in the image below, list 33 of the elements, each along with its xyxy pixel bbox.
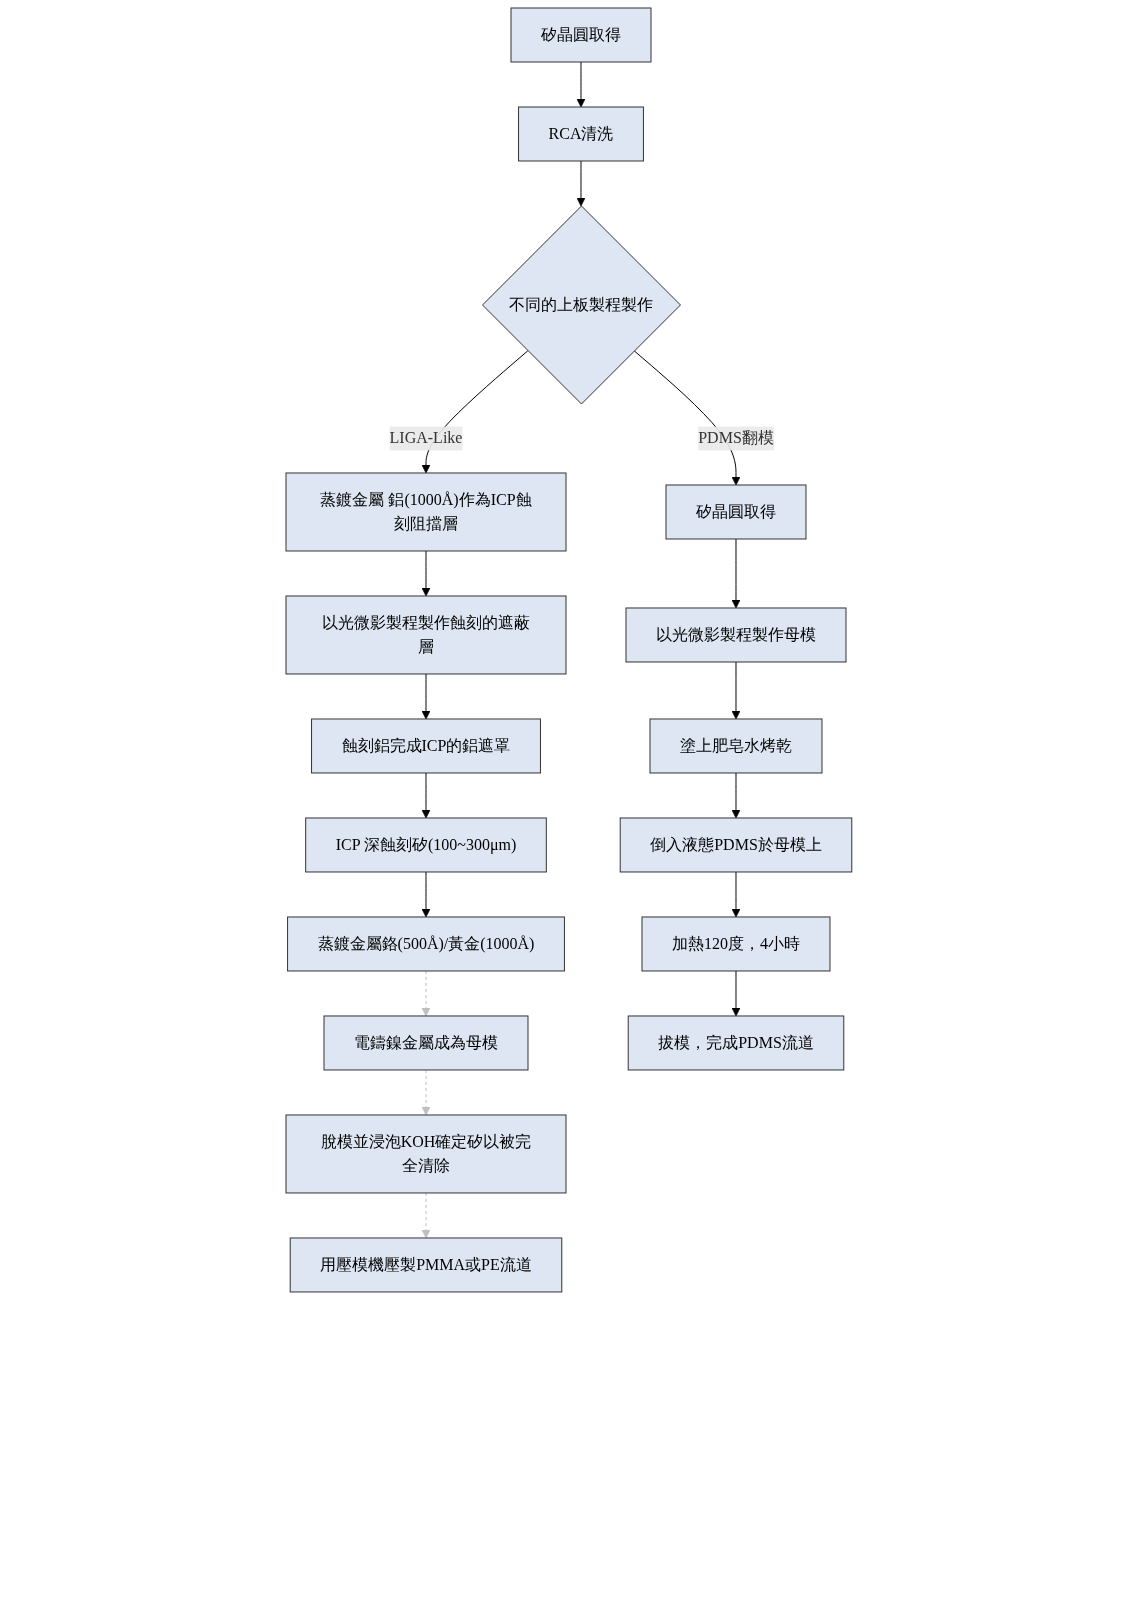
arrow xyxy=(576,160,585,207)
edge-label: LIGA-Like xyxy=(389,429,463,447)
node-box: 倒入液態PDMS於母模上 xyxy=(619,817,852,873)
node-box: 蒸鍍金屬鉻(500Å)/黃金(1000Å) xyxy=(286,916,565,972)
node-box: 蒸鍍金屬 鋁(1000Å)作為ICP蝕刻阻擋層 xyxy=(285,472,567,552)
node-box: 用壓模機壓製PMMA或PE流道 xyxy=(289,1237,562,1293)
arrow xyxy=(731,970,740,1017)
node-diamond: 不同的上板製程製作 xyxy=(481,205,681,405)
arrow xyxy=(421,772,430,819)
arrow xyxy=(421,970,430,1017)
node-box: 以光微影製程製作母模 xyxy=(625,607,847,663)
node-box: 加熱120度，4小時 xyxy=(641,916,831,972)
node-box: ICP 深蝕刻矽(100~300μm) xyxy=(304,817,547,873)
arrow xyxy=(731,661,740,720)
node-box: 以光微影製程製作蝕刻的遮蔽層 xyxy=(285,595,567,675)
arrow xyxy=(731,871,740,918)
arrow xyxy=(421,550,430,597)
arrow xyxy=(731,538,740,609)
node-box: 拔模，完成PDMS流道 xyxy=(627,1015,844,1071)
edge-label: PDMS翻模 xyxy=(697,429,774,447)
arrow xyxy=(731,772,740,819)
arrow xyxy=(576,61,585,108)
arrow xyxy=(421,1069,430,1116)
node-box: RCA清洗 xyxy=(517,106,644,162)
arrow xyxy=(421,871,430,918)
node-box: 塗上肥皂水烤乾 xyxy=(649,718,823,774)
node-box: 矽晶圓取得 xyxy=(510,7,652,63)
arrow xyxy=(421,1192,430,1239)
arrow xyxy=(421,673,430,720)
node-box: 矽晶圓取得 xyxy=(665,484,807,540)
node-box: 脫模並浸泡KOH確定矽以被完全清除 xyxy=(285,1114,567,1194)
node-box: 電鑄鎳金屬成為母模 xyxy=(323,1015,529,1071)
node-box: 蝕刻鋁完成ICP的鋁遮罩 xyxy=(310,718,541,774)
